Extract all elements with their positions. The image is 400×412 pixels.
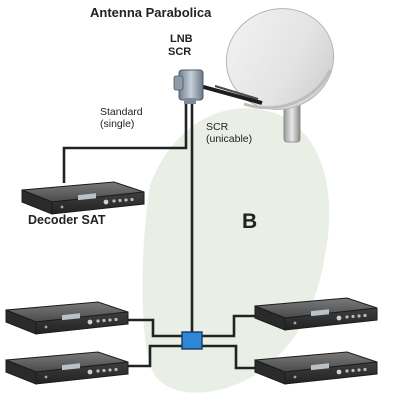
lnb-label-line2: SCR [168,46,192,58]
decoder-sat-box [21,181,145,215]
receiver-bottom-left [5,351,129,385]
decoder-sat-label: Decoder SAT [28,213,106,227]
dish-rim-shadow [243,69,332,110]
branch-bottom-left [118,344,184,368]
lnb-unit [173,69,204,104]
standard-cable [62,104,188,183]
satellite-dish [225,8,335,110]
receiver-top-left [5,301,129,335]
zone-b-label: B [242,210,258,233]
antenna-label: Antenna Parabolica [90,5,212,20]
scr-label-line1: SCR [206,121,229,133]
scr-splitter [181,331,203,350]
branch-bottom-right [202,344,262,370]
standard-label-line2: (single) [100,118,135,130]
standard-label-line1: Standard [100,106,143,118]
cables [62,104,262,370]
scr-label-line2: (unicable) [206,133,253,145]
branch-top-right [202,314,258,338]
lnb-label-line1: LNB [170,33,193,45]
branch-top-left [122,318,184,338]
lnb-feed-arm [199,84,263,105]
